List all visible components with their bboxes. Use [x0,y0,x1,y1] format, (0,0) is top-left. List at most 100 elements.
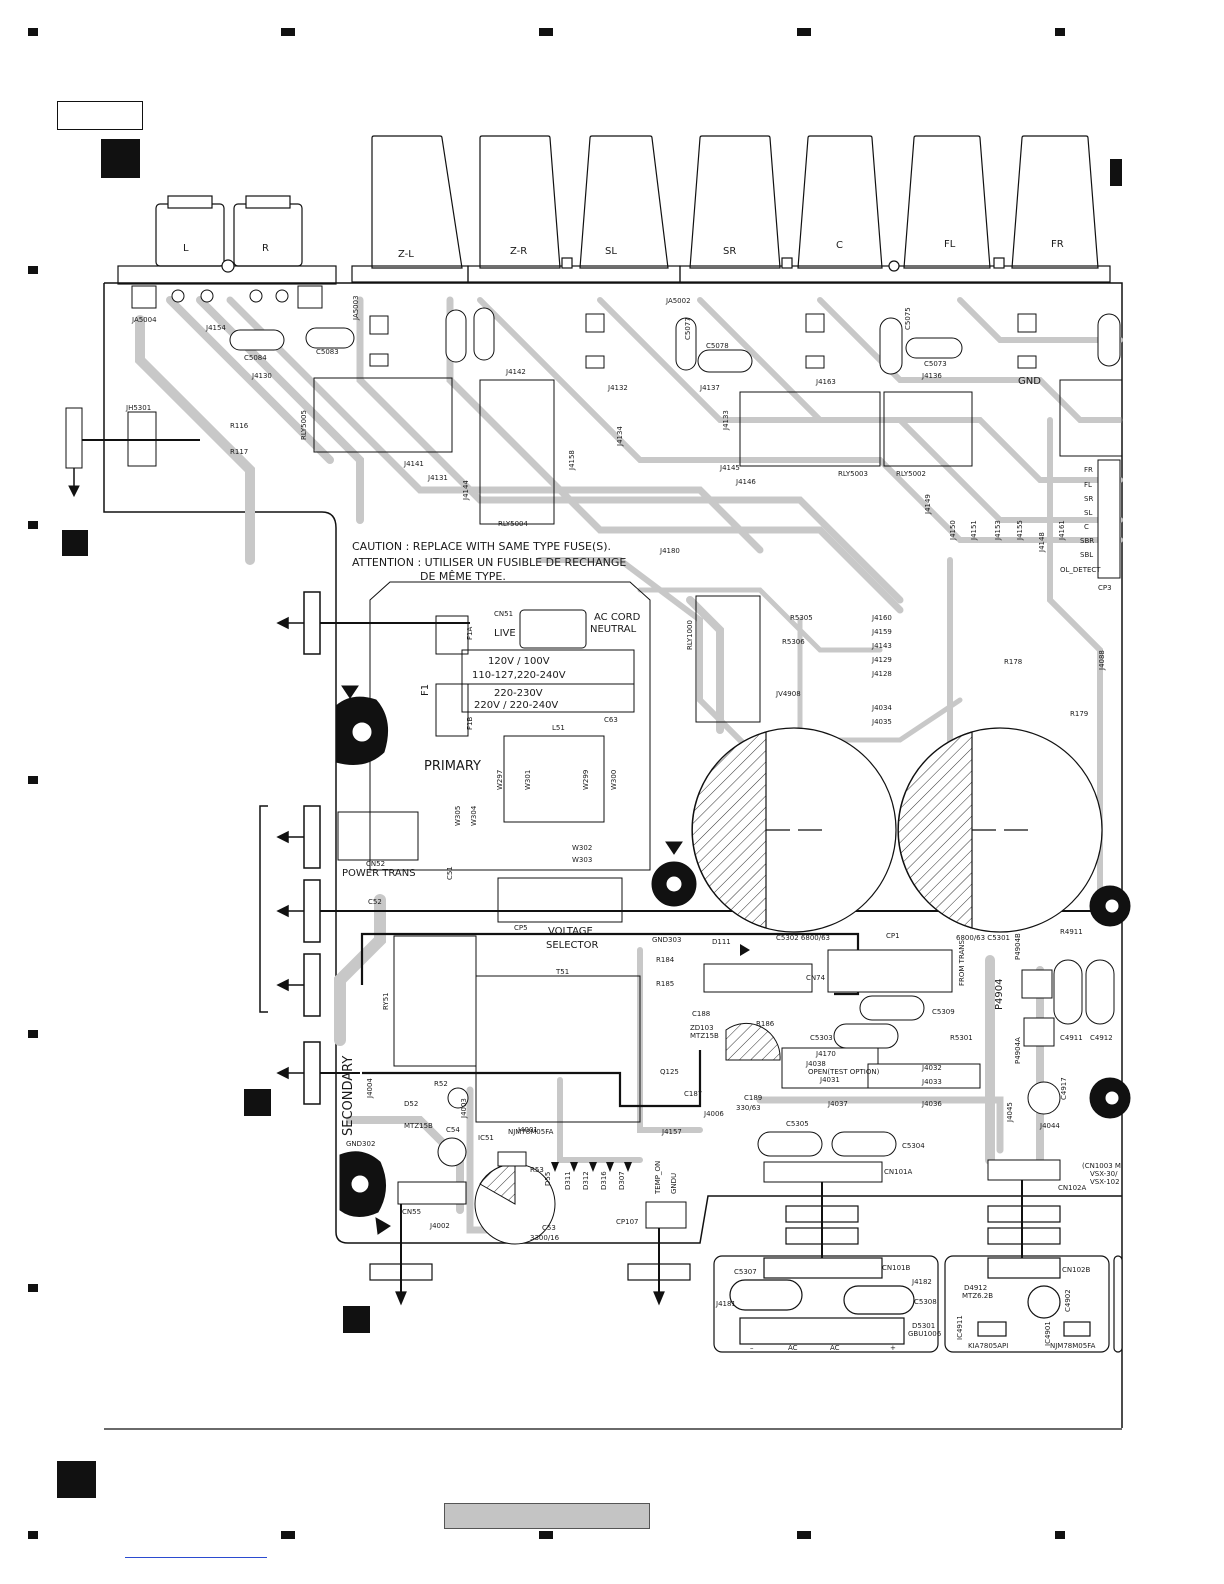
voltage-110-label: 110-127,220-240V [472,670,566,681]
j4136-label: J4136 [921,372,942,380]
connector-label-fr: FR [1051,239,1064,250]
c51-label: C51 [446,866,454,880]
j4006-label: J4006 [703,1110,724,1118]
ac-cord-label: AC CORD [594,612,641,623]
gbu1006-label: GBU1006 [908,1330,942,1338]
d55-label: D55 [544,1172,552,1186]
w304-label: W304 [470,805,478,826]
j4163-label: J4163 [815,378,836,386]
jh5301-label: JH5301 [125,404,151,412]
f1a-label: F1A [466,627,474,640]
r178-label: R178 [1004,658,1022,666]
cp107-label: CP107 [616,1218,638,1226]
section-marker-left [62,530,88,556]
registration-mark [1055,1531,1065,1539]
j4170-label: J4170 [815,1050,836,1058]
c5073-label: C5073 [924,360,947,368]
footer-link-underline [125,1557,267,1558]
c5309-label: C5309 [932,1008,955,1016]
ol-detect-label: OL_DETECT [1060,566,1101,574]
vsx30-label: VSX-30/ [1090,1170,1118,1178]
c53-label: C53 [542,1224,556,1232]
j4131-label: J4131 [427,474,448,482]
connector-label-l: L [183,243,189,254]
ry51-label: RY51 [382,992,390,1010]
caution-line-2: ATTENTION : UTILISER UN FUSIBLE DE RECHA… [352,556,626,569]
l51-label: L51 [552,724,565,732]
cp3-c-label: C [1084,523,1089,531]
j4150-label: J4150 [949,520,957,541]
rca-connectors [117,195,337,285]
j4160-label: J4160 [871,614,892,622]
j4134-label: J4134 [616,426,624,447]
rly5005-label: RLY5005 [300,410,308,440]
j4158-label: J4158 [568,450,576,471]
main-filter-capacitors [691,727,1103,933]
mtz-label: MTZ15B [690,1032,719,1040]
registration-mark [539,28,553,36]
selector-label: SELECTOR [546,940,599,951]
power-section-outline [337,581,651,1123]
cp3-sbr-label: SBR [1080,537,1094,545]
j4137-label: J4137 [699,384,720,392]
footer-page-bar [444,1503,650,1529]
j4157-label: J4157 [661,1128,682,1136]
c4902-label: C4902 [1064,1289,1072,1312]
power-text: CN51 LIVE AC CORD NEUTRAL F1 F1A F1B 120… [341,610,641,1136]
j4148-label: J4148 [1038,532,1046,553]
section-marker-secondary [244,1089,271,1116]
j4129-label: J4129 [871,656,892,664]
d111-label: D111 [712,938,731,946]
section-marker-right [1110,159,1122,186]
cp3-fl-label: FL [1084,481,1092,489]
board-outline [103,282,1123,1428]
registration-mark [797,1531,811,1539]
j4145-label: J4145 [719,464,740,472]
c5075-label: C5075 [904,307,912,330]
cn1003-label: (CN1003 M [1082,1162,1121,1170]
j4033-label: J4033 [921,1078,942,1086]
gnd303-label: GND303 [652,936,681,944]
relays [313,377,1123,1067]
daughter-boards [369,1180,1123,1353]
r117-label: R117 [230,448,248,456]
connector-label-sr: SR [723,246,736,257]
rly5004-label: RLY5004 [498,520,528,528]
registration-mark [281,1531,295,1539]
j4149-label: J4149 [924,494,932,515]
cp3-label: CP3 [1098,584,1112,592]
r52-label: R52 [434,1080,448,1088]
zd103-label: ZD103 [690,1024,714,1032]
j4151-label: J4151 [970,520,978,541]
c4911-label: C4911 [1060,1034,1083,1042]
neutral-label: NEUTRAL [590,624,637,635]
ja5003-label: JA5003 [352,295,360,321]
cp3-sr-label: SR [1084,495,1093,503]
cn102a-label: CN102A [1058,1184,1086,1192]
j4182-label: J4182 [911,1278,932,1286]
registration-mark [28,28,38,36]
rly5003-label: RLY5003 [838,470,868,478]
w300-label: W300 [610,770,618,790]
lower-components [397,949,1115,1245]
connector-label-zr: Z-R [510,246,527,257]
c189-label: C189 [744,1094,762,1102]
c5302-label: C5302 6800/63 [776,934,830,942]
w301-label: W301 [524,770,532,790]
cp1-label: CP1 [886,932,900,940]
r179-label: R179 [1070,710,1088,718]
j4130-label: J4130 [251,372,272,380]
jv4908-label: JV4908 [775,690,801,698]
w303-label: W303 [572,856,592,864]
c5304-label: C5304 [902,1142,925,1150]
p4904b-label: P4904B [1014,933,1022,960]
d5301-label: D5301 [912,1322,935,1330]
j4141-label: J4141 [403,460,424,468]
c5303-label: C5303 [810,1034,833,1042]
r186-label: R186 [756,1020,775,1028]
j4128-label: J4128 [871,670,892,678]
registration-mark [539,1531,553,1539]
j4161-label: J4161 [1058,520,1066,541]
ic51-label: IC51 [478,1134,494,1142]
gndu-label: GNDU [670,1173,678,1194]
